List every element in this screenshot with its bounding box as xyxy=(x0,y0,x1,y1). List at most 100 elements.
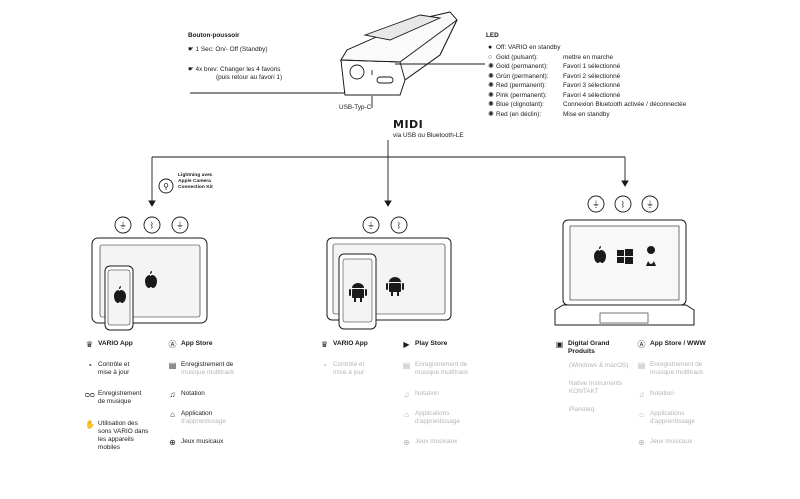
svg-text:⏚: ⏚ xyxy=(367,221,375,230)
midi-sub: via USB ou Bluetooth-LE xyxy=(393,132,464,139)
led-state: Red (permanent): xyxy=(496,82,547,89)
digital-grand-icon: ▣ xyxy=(555,340,564,349)
svg-text:⏚: ⏚ xyxy=(592,200,600,209)
led-description: Favori 3 sélectionné xyxy=(563,82,621,89)
gauge-icon: ◔ xyxy=(87,361,92,370)
feature-label-line: Enregistrement de xyxy=(181,361,234,368)
svg-text:⏚: ⏚ xyxy=(176,221,184,230)
led-state: Red (en déclin): xyxy=(496,110,542,118)
feature-label-line: d'apprentissage xyxy=(415,418,460,425)
feature-item: ⊕ Jeux musicaux xyxy=(402,438,457,447)
os-logos-icon xyxy=(594,246,656,266)
led-state: Grün (permanent): xyxy=(496,72,549,80)
desktop-digital-grand-header: ▣ Digital Grand Produits xyxy=(555,340,610,356)
android-logo-icon xyxy=(349,277,404,302)
gauge-icon: ◔ xyxy=(322,361,327,370)
mixer-icon: ▤ xyxy=(402,361,411,370)
android-play-store-header: ▶ Play Store xyxy=(402,340,447,349)
led-description: Connexion Bluetooth activée / déconnecté… xyxy=(563,101,687,108)
mixer-icon: ▤ xyxy=(637,361,646,370)
cap-icon: ⌂ xyxy=(639,410,644,419)
feature-label-line: les appareils xyxy=(98,436,134,443)
gamepad-icon: ⊕ xyxy=(403,438,410,447)
led-row: ✺Grün (permanent): xyxy=(488,73,549,81)
led-state: Pink (permanent): xyxy=(496,91,547,99)
svg-text:ᛒ: ᛒ xyxy=(397,221,402,230)
feature-label-line: Applications xyxy=(415,410,450,417)
lightning-note-line: Connection Kit xyxy=(178,185,213,190)
button-line-2b: (puis retour au favori 1) xyxy=(216,74,283,81)
led-description: mettre en marche xyxy=(563,53,614,61)
lightning-note-line: Lightning avec xyxy=(178,173,213,178)
feature-label-line: d'apprentissage xyxy=(181,418,226,425)
svg-text:⏚: ⏚ xyxy=(646,200,654,209)
led-indicator-icon: ✺ xyxy=(488,72,494,80)
feature-label-line: Notation xyxy=(415,390,439,397)
feature-label-line: Enregistrement de xyxy=(650,361,703,368)
desktop-product-item: KONTAKT xyxy=(569,388,599,395)
note-icon: ♫ xyxy=(169,390,176,399)
svg-text:⚲: ⚲ xyxy=(163,182,169,191)
led-indicator-icon: ✺ xyxy=(488,82,494,89)
feature-label: Jeux musicaux xyxy=(415,438,457,446)
feature-label-line: d'apprentissage xyxy=(650,418,695,425)
led-state: Blue (clignotant): xyxy=(496,101,544,108)
feature-label-line: de musique xyxy=(98,398,132,405)
mixer-icon: ▤ xyxy=(168,361,177,370)
led-indicator-icon: ✺ xyxy=(488,63,494,70)
cap-icon: ⌂ xyxy=(404,410,409,419)
desktop-app-store-header: Ⓐ App Store / WWW xyxy=(637,340,706,349)
button-line-2-text: 4x brev: Changer les 4 favoris xyxy=(195,66,281,73)
vario-crown-icon: ♛ xyxy=(320,340,329,349)
feature-label-line: Contrôle et xyxy=(333,361,365,368)
gamepad-icon: ⊕ xyxy=(169,438,176,447)
led-state: Gold (pulsant): xyxy=(496,53,538,61)
gamepad-icon: ⊕ xyxy=(638,438,645,447)
hand-pointer-icon: ☛ xyxy=(188,66,194,73)
feature-label: Jeux musicaux xyxy=(181,438,223,446)
led-description: Mise en standby xyxy=(563,110,610,118)
feature-label-line: Contrôle et xyxy=(98,361,130,368)
ios-vario-app-header: ♛ VARIO App xyxy=(85,340,133,349)
feature-label-line: musique multitrack xyxy=(181,369,235,376)
led-indicator-icon: ✺ xyxy=(488,101,494,108)
feature-label: Notation xyxy=(650,390,674,398)
cap-icon: ⌂ xyxy=(170,410,175,419)
button-line-2: ☛ 4x brev: Changer les 4 favoris xyxy=(188,66,280,74)
laptop-illustration xyxy=(554,219,695,326)
feature-item: ♫ Notation xyxy=(402,390,439,399)
led-state: Gold (permanent): xyxy=(496,63,548,70)
vario-device xyxy=(339,11,458,96)
android-tablet-illustration xyxy=(326,237,452,330)
ios-vario-app-title: VARIO App xyxy=(98,340,133,347)
note-icon: ♫ xyxy=(403,390,410,399)
app-store-icon: Ⓐ xyxy=(637,340,646,349)
led-title: LED xyxy=(486,32,499,39)
feature-label-line: mise à jour xyxy=(98,369,130,376)
feature-label-line: musique multitrack xyxy=(415,369,469,376)
android-vario-app-title: VARIO App xyxy=(333,340,368,347)
feature-label-line: Notation xyxy=(650,390,674,397)
lightning-note: Lightning avec Apple Camera Connection K… xyxy=(178,173,213,191)
feature-label-line: Jeux musicaux xyxy=(650,438,693,445)
desktop-digital-grand-title: Digital Grand Produits xyxy=(568,340,609,356)
feature-item: ⊕ Jeux musicaux xyxy=(637,438,692,447)
led-state: Off: VARIO en standby xyxy=(496,44,561,51)
desktop-product-item: Native Instruments xyxy=(569,380,623,387)
led-indicator-icon: ✺ xyxy=(488,110,494,118)
svg-text:ᛒ: ᛒ xyxy=(621,200,626,209)
feature-label-line: Jeux musicaux xyxy=(415,438,458,445)
